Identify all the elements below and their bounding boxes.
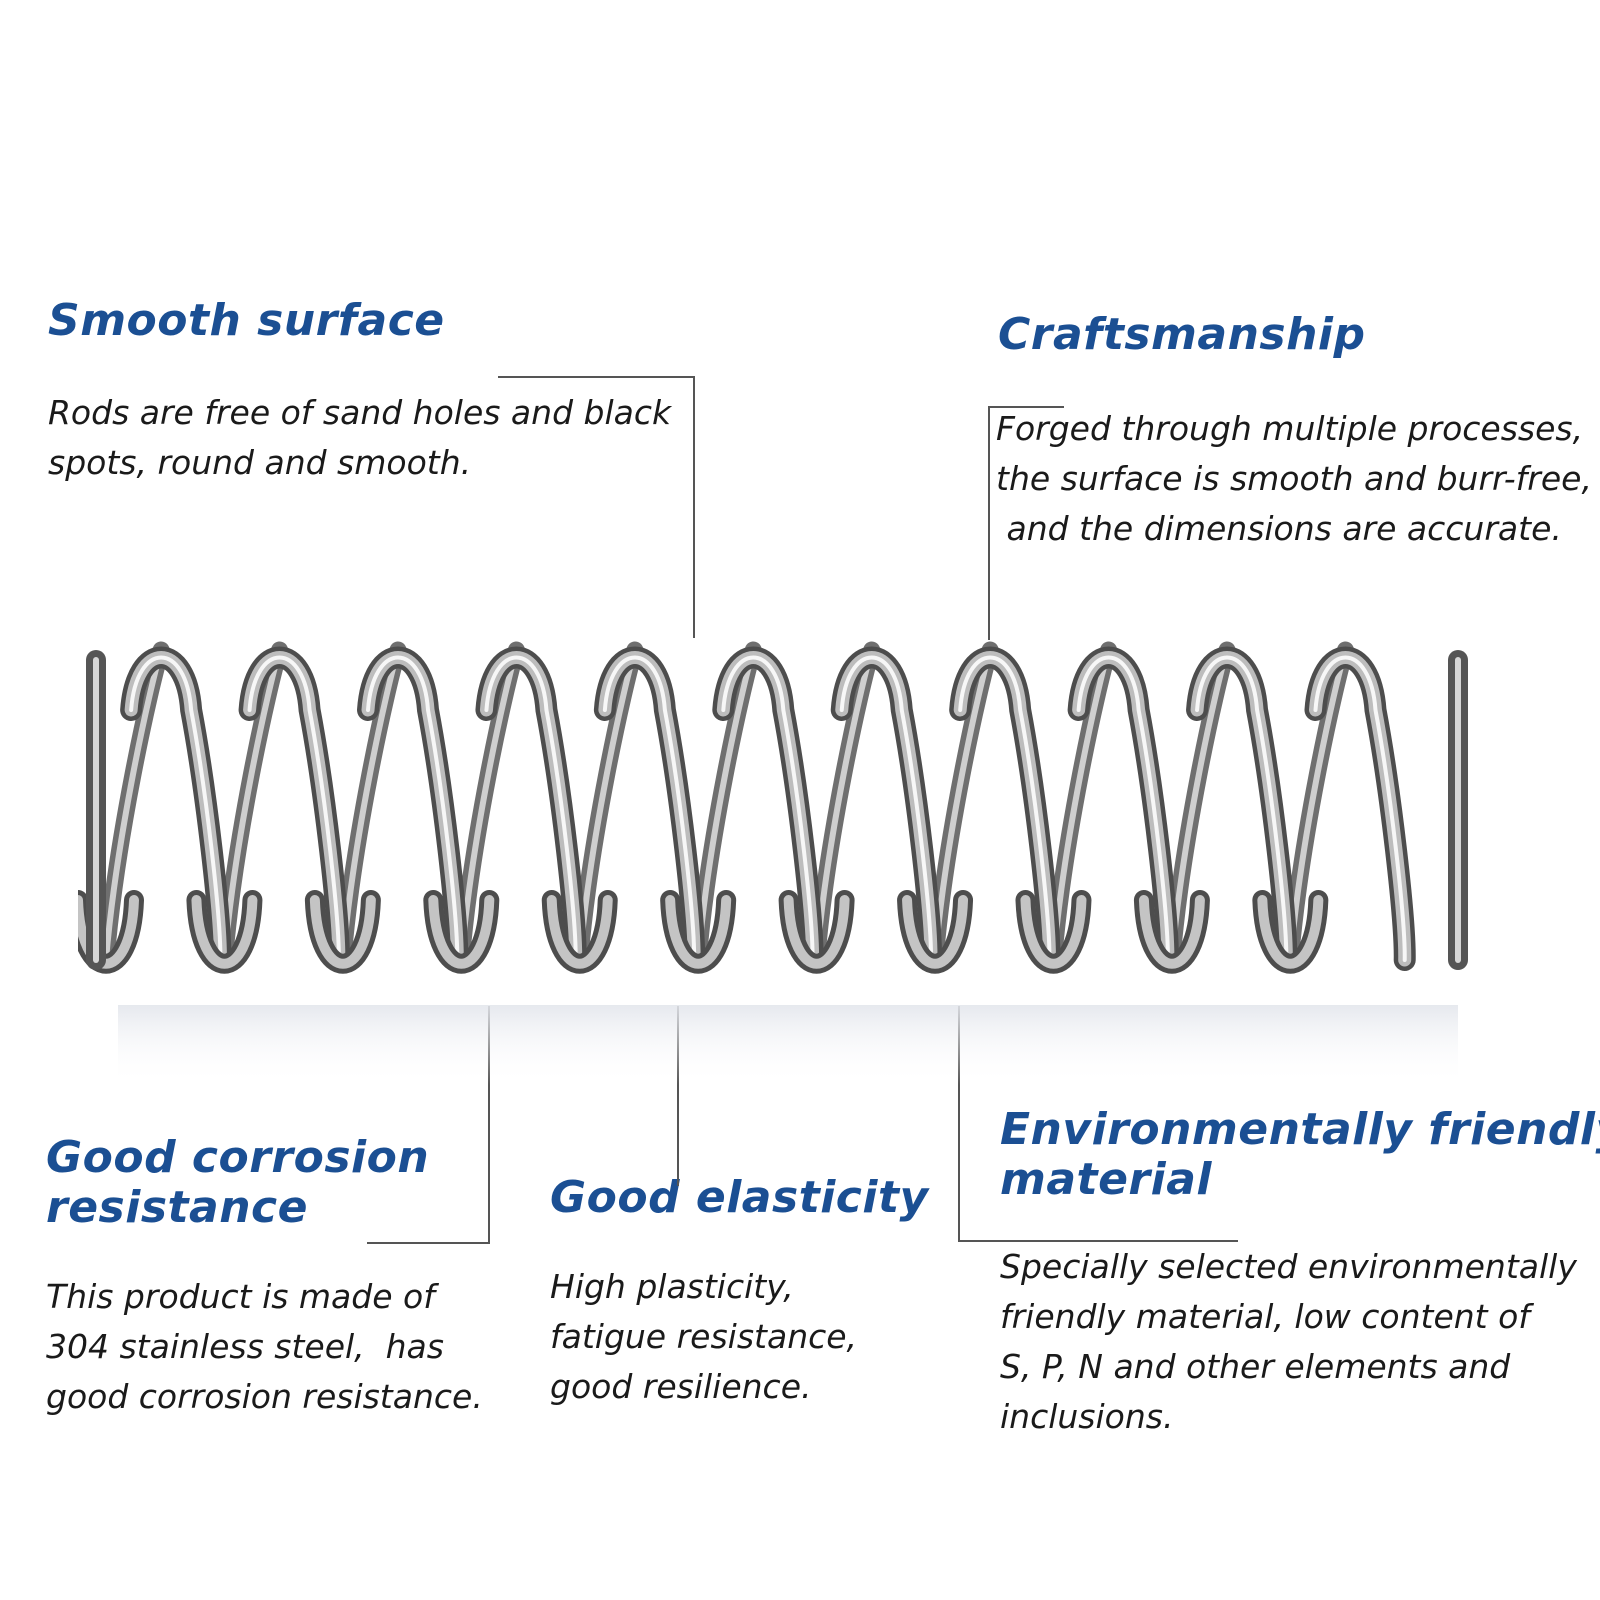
leader-line-corrosion-h xyxy=(367,1242,490,1244)
coil-bottom-turn-mid xyxy=(546,895,613,969)
coil-bottom-turn-mid xyxy=(665,895,732,969)
leader-line-eco-h xyxy=(958,1240,1238,1242)
leader-line-smooth-surface-h xyxy=(498,376,694,378)
coil-front-highlight xyxy=(721,655,815,962)
leader-line-eco-v xyxy=(958,1006,960,1242)
coil-front-highlight xyxy=(839,655,933,962)
leader-line-craftsmanship-h xyxy=(988,406,1064,408)
feature-title-eco-material: Environmentally friendly material xyxy=(1000,1104,1600,1205)
coil-bottom-turn-mid xyxy=(1138,895,1205,969)
coil-front-highlight xyxy=(247,655,341,962)
coil-front-highlight xyxy=(366,655,460,962)
leader-line-elasticity-v xyxy=(677,1006,679,1186)
coil-bottom-turn-mid xyxy=(783,895,850,969)
spring-reflection xyxy=(118,1005,1458,1085)
coil-front-highlight xyxy=(1313,655,1407,962)
feature-title-smooth-surface: Smooth surface xyxy=(48,295,445,346)
feature-title-corrosion-resistance: Good corrosion resistance xyxy=(46,1132,430,1233)
coil-front-highlight xyxy=(958,655,1052,962)
feature-desc-elasticity: High plasticity, fatigue resistance, goo… xyxy=(550,1267,858,1406)
coil-front-highlight xyxy=(602,655,697,962)
coil-bottom-turn-mid xyxy=(1257,895,1324,969)
spring-product-image xyxy=(78,620,1488,1120)
coil-bottom-turn-mid xyxy=(191,895,258,969)
spring-coils-front xyxy=(78,646,1468,974)
feature-desc-smooth-surface: Rods are free of sand holes and black sp… xyxy=(48,393,672,482)
coil-bottom-turn-mid xyxy=(428,895,495,969)
leader-line-smooth-surface-v xyxy=(693,376,695,638)
coil-bottom-turn-mid xyxy=(309,895,376,969)
leader-line-corrosion-v xyxy=(488,1006,490,1244)
spring-illustration xyxy=(78,641,1468,1085)
coil-bottom-turn-mid xyxy=(1020,895,1087,969)
feature-title-craftsmanship: Craftsmanship xyxy=(998,309,1366,360)
feature-title-elasticity: Good elasticity xyxy=(550,1172,929,1223)
feature-desc-craftsmanship: Forged through multiple processes, the s… xyxy=(996,409,1592,548)
coil-bottom-turn-mid xyxy=(902,895,969,969)
coil-front-highlight xyxy=(129,655,223,962)
floor-reflection xyxy=(118,1005,1458,1085)
coil-front-highlight xyxy=(1195,655,1289,962)
feature-desc-corrosion-resistance: This product is made of 304 stainless st… xyxy=(46,1277,483,1416)
coil-front-highlight xyxy=(484,655,578,962)
coil-front-highlight xyxy=(1076,655,1170,962)
coil-bottom-turn-mid xyxy=(78,895,139,969)
feature-desc-eco-material: Specially selected environmentally frien… xyxy=(1000,1247,1577,1436)
leader-line-craftsmanship-v xyxy=(988,406,990,640)
